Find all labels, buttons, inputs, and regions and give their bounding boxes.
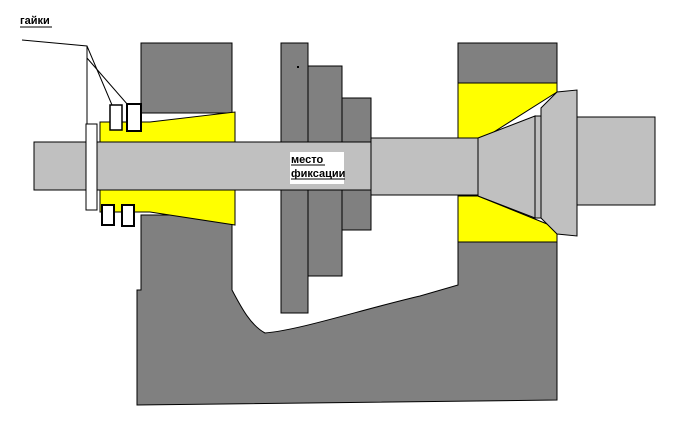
leader-line-1 bbox=[21, 39, 113, 106]
flange-ring-1 bbox=[534, 115, 542, 219]
fixation-label-line2: фиксации bbox=[291, 168, 345, 180]
nut-upper-1 bbox=[109, 104, 123, 131]
right-housing-top bbox=[457, 42, 558, 84]
nut-lower-1 bbox=[101, 204, 115, 226]
washer bbox=[85, 123, 98, 211]
right-yellow-upper bbox=[457, 82, 558, 143]
nuts-label: гайки bbox=[20, 15, 50, 27]
nut-lower-2 bbox=[121, 204, 135, 227]
fixation-label-line1: место bbox=[291, 154, 323, 166]
flange-ring-2 bbox=[540, 89, 578, 237]
left-housing-top bbox=[140, 42, 233, 114]
shaft-thick-segment bbox=[370, 137, 479, 196]
right-yellow-lower bbox=[457, 195, 558, 243]
leader-line-3 bbox=[86, 57, 129, 106]
nut-upper-2 bbox=[126, 103, 142, 132]
right-shaft-end bbox=[576, 116, 656, 206]
disc-mark bbox=[297, 66, 299, 68]
